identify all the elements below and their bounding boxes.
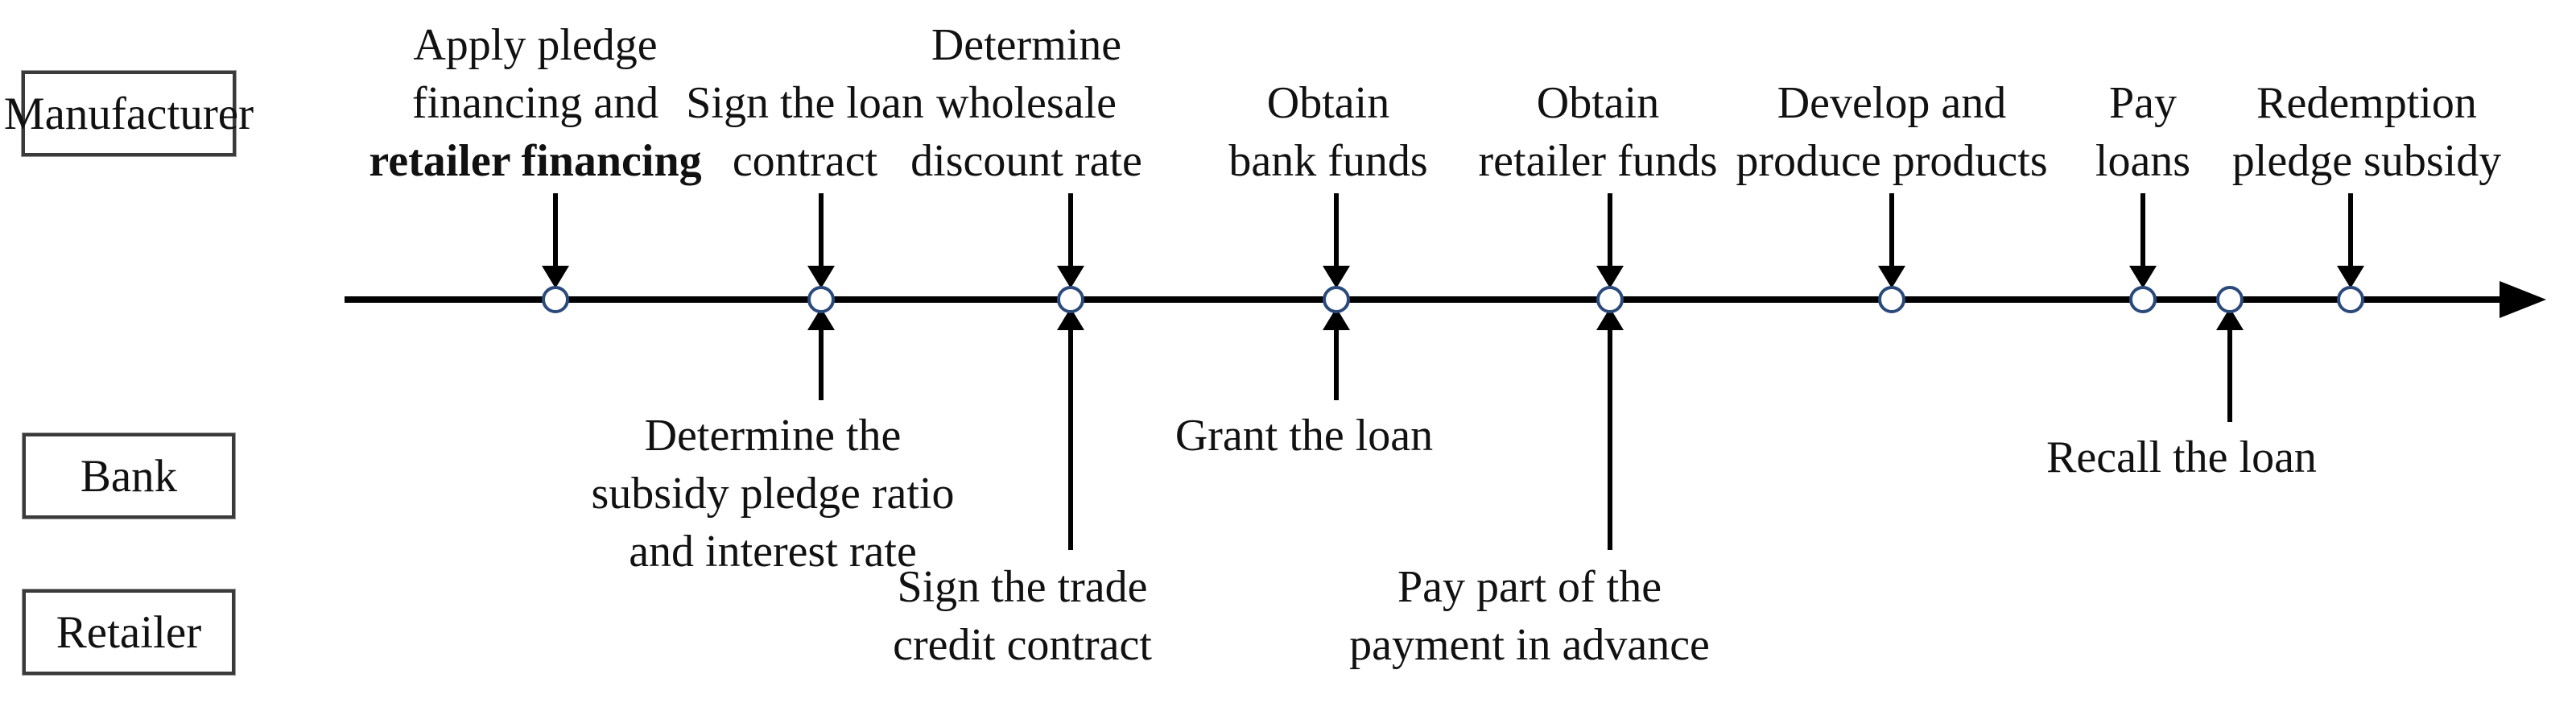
event-bottom-label-line: and interest rate (629, 527, 917, 577)
timeline-node-circle (2337, 286, 2364, 313)
event-top-label: Apply pledge financing and retailer financ… (369, 16, 701, 190)
up-arrow-line (819, 327, 824, 400)
event-bottom-label-line: Pay part of the (1397, 562, 1662, 612)
event-top-label: Pay loans (2095, 74, 2190, 190)
bank-box: Bank (23, 433, 235, 519)
down-arrow-line (553, 193, 558, 269)
up-arrow-line (2227, 327, 2232, 422)
event-top-label-line: Redemption (2256, 78, 2477, 128)
event-top-label-line: contract (732, 136, 878, 186)
timeline-node-circle (1057, 286, 1084, 313)
timeline-node-circle (807, 286, 835, 313)
event-top-label-line: Pay (2109, 78, 2177, 128)
timeline-node-circle (2129, 286, 2157, 313)
down-arrow-line (1608, 193, 1612, 269)
event-top-label-line: loans (2095, 136, 2191, 186)
event-bottom-label-line: subsidy pledge ratio (591, 469, 955, 519)
event-bottom-label-line: payment in advance (1349, 620, 1710, 670)
event-top-label-line: financing and (411, 78, 659, 128)
down-arrowhead-icon (807, 266, 835, 288)
down-arrowhead-icon (542, 266, 569, 288)
event-top-label: Develop and produce products (1736, 74, 2047, 190)
retailer-label: Retailer (56, 606, 202, 658)
down-arrow-line (1068, 193, 1073, 269)
down-arrowhead-icon (2129, 266, 2157, 288)
event-top-label-line: Obtain (1536, 78, 1660, 128)
event-bottom-label: Sign the trade credit contract (893, 558, 1152, 674)
timeline-axis (345, 296, 2500, 303)
up-arrow-line (1334, 327, 1339, 400)
event-bottom-label-line: Sign the trade (897, 562, 1148, 612)
event-bottom-label: Determine the subsidy pledge ratio and int… (591, 407, 954, 581)
event-bottom-label: Pay part of the payment in advance (1349, 558, 1710, 674)
timeline-node-circle (542, 286, 569, 313)
timeline-node-circle (1878, 286, 1905, 313)
event-top-label-line: Obtain (1266, 78, 1390, 128)
down-arrow-line (1334, 193, 1339, 269)
event-top-label-line: discount rate (910, 136, 1142, 186)
event-bottom-label-line: credit contract (893, 620, 1152, 670)
down-arrow-line (2140, 193, 2145, 269)
timeline-node-circle (1596, 286, 1624, 313)
timeline-node-circle (2216, 286, 2244, 313)
retailer-box: Retailer (23, 589, 235, 675)
event-bottom-label: Grant the loan (1175, 407, 1433, 465)
event-top-label: Obtain bank funds (1228, 74, 1427, 190)
down-arrow-line (1889, 193, 1894, 269)
up-arrow-line (1608, 327, 1612, 550)
down-arrowhead-icon (1057, 266, 1084, 288)
event-top-label: Redemption pledge subsidy (2232, 74, 2501, 190)
event-top-label-line: produce products (1736, 136, 2048, 186)
bank-label: Bank (80, 450, 178, 502)
manufacturer-label: Manufacturer (3, 88, 254, 139)
down-arrowhead-icon (1878, 266, 1905, 288)
event-bottom-label-line: Recall the loan (2046, 432, 2317, 482)
event-top-label-line: Sign the loan (686, 78, 924, 128)
timeline-axis-arrowhead-icon (2500, 281, 2546, 318)
event-top-label-line: wholesale (936, 78, 1117, 128)
event-top-label-line: retailer funds (1478, 136, 1718, 186)
event-bottom-label: Recall the loan (2046, 428, 2317, 486)
down-arrow-line (819, 193, 824, 269)
event-top-label-line: bank funds (1228, 136, 1428, 186)
event-top-label-line: Apply pledge (413, 20, 658, 70)
timeline-node-circle (1323, 286, 1350, 313)
event-top-label: Determine wholesale discount rate (910, 16, 1142, 190)
event-top-label-line: Develop and (1777, 78, 2007, 128)
event-top-label-line: Determine (931, 20, 1122, 70)
down-arrowhead-icon (1323, 266, 1350, 288)
event-top-label: Obtain retailer funds (1479, 74, 1718, 190)
event-bottom-label-line: Grant the loan (1174, 411, 1434, 461)
down-arrowhead-icon (1596, 266, 1624, 288)
down-arrowhead-icon (2337, 266, 2364, 288)
manufacturer-box: Manufacturer (4, 71, 254, 156)
event-bottom-label-line: Determine the (644, 411, 902, 461)
up-arrow-line (1068, 327, 1073, 550)
down-arrow-line (2348, 193, 2353, 269)
event-top-label: Sign the loan contract (686, 74, 924, 190)
event-top-label-line: pledge subsidy (2231, 136, 2502, 186)
event-top-label-line: retailer financing (369, 136, 702, 186)
